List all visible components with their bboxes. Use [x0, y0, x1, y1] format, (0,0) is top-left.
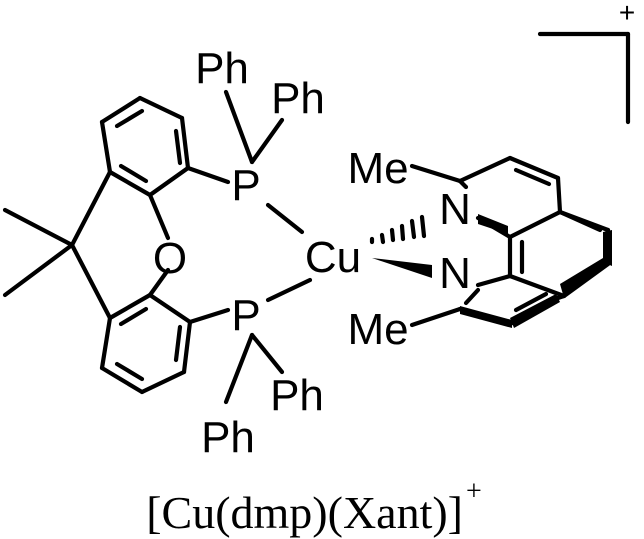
complex-bracket — [537, 31, 631, 125]
methyl-bond-bottom — [409, 306, 463, 328]
wedge-bond-cu-n — [372, 258, 432, 278]
copper-label: Cu — [305, 233, 361, 282]
xanthene-bottom-ring — [99, 292, 193, 395]
phenanthroline-core — [457, 155, 612, 328]
cme2-bridge — [2, 169, 113, 321]
phosphorus-bottom-label: P — [231, 291, 260, 340]
complex-charge: + — [619, 0, 635, 28]
phosphorus-top-label: P — [231, 161, 260, 210]
compound-caption: [Cu(dmp)(Xant)] — [146, 487, 463, 538]
caption-charge: + — [466, 476, 482, 507]
xanthene-top-ring — [99, 95, 191, 198]
methyl-top-label: Me — [347, 144, 408, 193]
methyl-bond-top — [409, 163, 463, 184]
phenyl-label-3: Ph — [270, 371, 324, 420]
phenyl-label-4: Ph — [201, 413, 255, 462]
nitrogen-bottom-label: N — [439, 249, 471, 298]
phosphorus-bonds — [185, 89, 313, 405]
nitrogen-top-label: N — [439, 185, 471, 234]
hashed-bond-cu-n — [369, 214, 427, 245]
oxygen-bridge — [147, 192, 171, 298]
methyl-bottom-label: Me — [347, 305, 408, 354]
oxygen-label: O — [153, 234, 187, 283]
phenyl-label-2: Ph — [271, 74, 325, 123]
phenyl-label-1: Ph — [195, 44, 249, 93]
